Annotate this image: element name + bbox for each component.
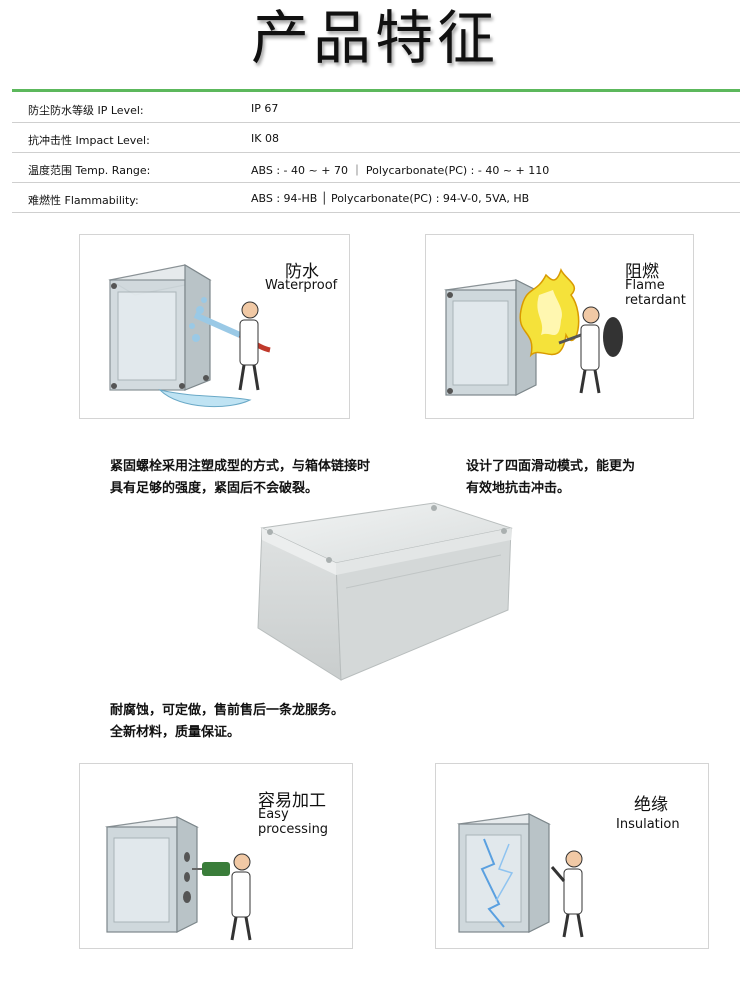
drilling-illustration bbox=[105, 816, 252, 941]
description-bottom: 耐腐蚀，可定做，售前售后一条龙服务。 全新材料，质量保证。 bbox=[110, 700, 344, 744]
description-line: 紧固螺栓采用注塑成型的方式，与箱体链接时 bbox=[110, 459, 371, 474]
feature-title-en: Insulation bbox=[616, 817, 680, 832]
spec-label: 难燃性 Flammability: bbox=[28, 194, 139, 207]
description-left: 紧固螺栓采用注塑成型的方式，与箱体链接时 具有足够的强度，紧固后不会破裂。 bbox=[110, 456, 370, 500]
spec-row: 温度范围 Temp. Range: ABS : - 40 ~ + 70 ｜ Po… bbox=[12, 153, 740, 183]
feature-title-en: Waterproof bbox=[265, 278, 338, 293]
waterproof-illustration bbox=[108, 263, 271, 407]
spec-value: ABS : 94-HB │ Polycarbonate(PC) : 94-V-0… bbox=[251, 192, 530, 205]
spec-label: 防尘防水等级 IP Level: bbox=[28, 104, 144, 117]
spec-value: IK 08 bbox=[251, 132, 279, 145]
feature-card-waterproof: 防水 Waterproof bbox=[79, 234, 350, 419]
spec-value: IP 67 bbox=[251, 102, 279, 115]
feature-title-cn: 容易加工 bbox=[258, 791, 326, 811]
description-line: 有效地抗击冲击。 bbox=[466, 481, 571, 496]
feature-title-en-line1: Flame bbox=[625, 278, 665, 293]
description-right: 设计了四面滑动模式，能更为 有效地抗击冲击。 bbox=[466, 456, 635, 500]
enclosure-product-image bbox=[257, 502, 513, 681]
feature-title-en-line2: processing bbox=[258, 822, 329, 837]
spec-row: 防尘防水等级 IP Level: IP 67 bbox=[12, 93, 740, 123]
spec-row: 抗冲击性 Impact Level: IK 08 bbox=[12, 123, 740, 153]
cropped-text-remnant bbox=[20, 74, 720, 82]
feature-card-flame: 阻燃 Flame retardant bbox=[425, 234, 694, 419]
feature-card-insulation: 绝缘 Insulation bbox=[435, 763, 709, 949]
feature-title-cn: 阻燃 bbox=[625, 262, 659, 282]
accent-divider bbox=[12, 89, 740, 92]
feature-title-cn: 防水 bbox=[285, 262, 319, 282]
spec-label: 抗冲击性 Impact Level: bbox=[28, 134, 150, 147]
insulation-illustration bbox=[457, 813, 584, 938]
spec-label: 温度范围 Temp. Range: bbox=[28, 164, 151, 177]
spec-table: 防尘防水等级 IP Level: IP 67 抗冲击性 Impact Level… bbox=[12, 93, 740, 213]
feature-title-en-line2: retardant bbox=[625, 293, 686, 308]
description-line: 设计了四面滑动模式，能更为 bbox=[466, 459, 636, 474]
page-title: 产品特征 bbox=[250, 4, 499, 72]
feature-title-en-line1: Easy bbox=[258, 807, 289, 822]
flame-illustration bbox=[444, 268, 623, 396]
feature-card-easy-processing: 容易加工 Easy processing bbox=[79, 763, 353, 949]
description-line: 具有足够的强度，紧固后不会破裂。 bbox=[110, 481, 319, 496]
spec-row: 难燃性 Flammability: ABS : 94-HB │ Polycarb… bbox=[12, 183, 740, 213]
feature-title-cn: 绝缘 bbox=[634, 795, 668, 815]
description-line: 耐腐蚀，可定做，售前售后一条龙服务。 bbox=[110, 703, 345, 718]
spec-value: ABS : - 40 ~ + 70 ｜ Polycarbonate(PC) : … bbox=[251, 164, 550, 177]
description-line: 全新材料，质量保证。 bbox=[110, 725, 241, 740]
